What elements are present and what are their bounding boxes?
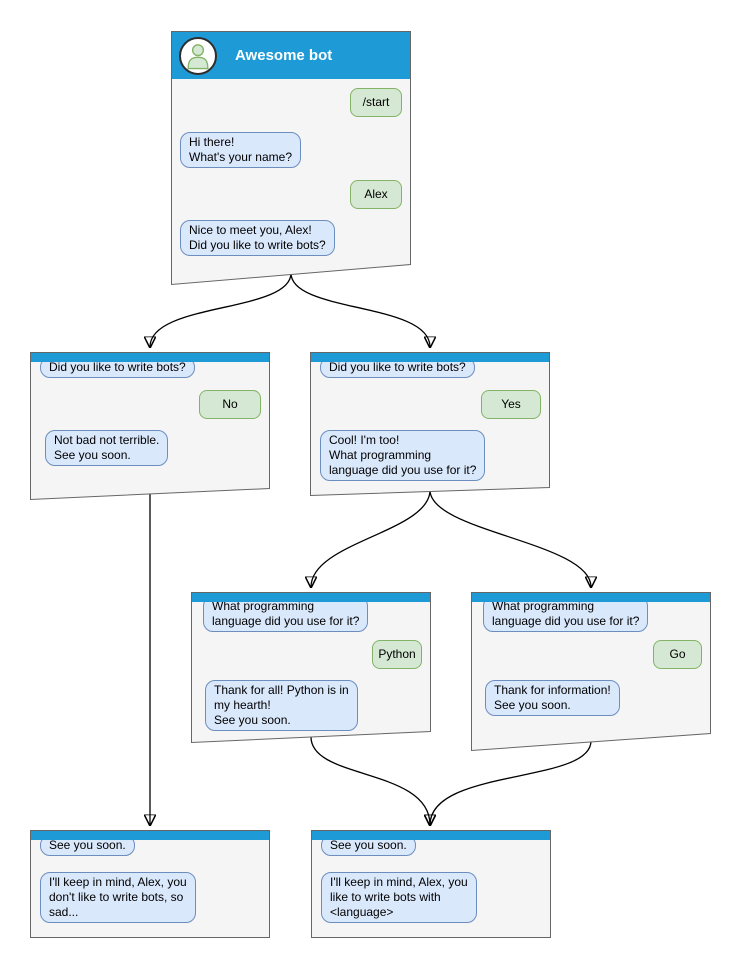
connector-yes-to-go — [429, 489, 591, 587]
user-message-start: /start — [350, 88, 402, 117]
bot-message-question: What programming language did you use fo… — [483, 596, 649, 632]
bot-message-greeting: Hi there! What's your name? — [180, 132, 302, 168]
window-titlebar: Awesome bot — [172, 32, 410, 79]
user-message-answer: Yes — [481, 390, 541, 419]
window-titlebar — [192, 593, 430, 602]
bot-message-reply: I'll keep in mind, Alex, you like to wri… — [321, 872, 477, 923]
bot-message-reply: Thank for all! Python is in my hearth! S… — [205, 680, 358, 731]
bot-message-question: See you soon. — [321, 835, 416, 856]
bot-avatar — [179, 36, 217, 75]
user-message-name: Alex — [350, 180, 402, 209]
connector-python-to-end — [310, 736, 430, 825]
bot-message-question: Did you like to write bots? — [320, 357, 475, 378]
connector-root-to-no — [150, 272, 292, 347]
window-titlebar — [472, 593, 710, 602]
user-message-answer: Go — [653, 640, 702, 669]
user-message-answer: No — [199, 390, 261, 419]
chat-window-python: What programming language did you use fo… — [191, 592, 431, 744]
window-titlebar — [31, 831, 269, 840]
bot-message-question: Nice to meet you, Alex! Did you like to … — [180, 220, 335, 256]
bot-message-question: What programming language did you use fo… — [203, 596, 369, 632]
user-message-answer: Python — [372, 640, 422, 669]
window-titlebar — [312, 831, 550, 840]
bot-message-reply: I'll keep in mind, Alex, you don't like … — [40, 872, 196, 923]
chat-window-root: Awesome bot /start Hi there! What's your… — [171, 31, 411, 286]
chat-window-go: What programming language did you use fo… — [471, 592, 711, 752]
window-titlebar — [311, 353, 549, 362]
bot-message-reply: Cool! I'm too! What programming language… — [320, 430, 486, 481]
connector-root-to-yes — [290, 272, 430, 347]
connector-go-to-end — [430, 740, 592, 825]
chat-window-no: Did you like to write bots? No Not bad n… — [30, 352, 270, 501]
chat-window-end-no: See you soon. I'll keep in mind, Alex, y… — [30, 830, 270, 938]
bot-message-reply: Not bad not terrible. See you soon. — [45, 430, 169, 466]
bot-message-question: Did you like to write bots? — [40, 357, 195, 378]
window-titlebar — [31, 353, 269, 362]
bot-title: Awesome bot — [235, 47, 333, 64]
bot-message-reply: Thank for information! See you soon. — [485, 680, 620, 716]
connector-yes-to-python — [311, 489, 431, 587]
person-icon — [187, 43, 209, 69]
chat-window-end-yes: See you soon. I'll keep in mind, Alex, y… — [311, 830, 551, 938]
chat-window-yes: Did you like to write bots? Yes Cool! I'… — [310, 352, 550, 497]
